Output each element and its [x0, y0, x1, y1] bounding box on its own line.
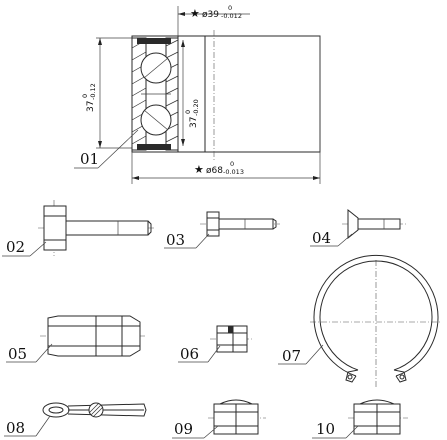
- small-nut: 06: [178, 325, 254, 363]
- hex-bolt: 02: [2, 200, 156, 257]
- outer-diameter-tol-lower: -0.013: [223, 168, 244, 176]
- outer-diameter-star: ★: [194, 163, 204, 176]
- inner-diameter-dimension: ★ ø39 0 -0.012: [177, 4, 250, 36]
- lock-nut-a: 09: [172, 399, 266, 439]
- inner-width-dimension: 37 0 -0.20: [181, 40, 200, 146]
- label-08: 08: [6, 419, 25, 437]
- bearing-cross-section: [131, 37, 179, 151]
- circlip: 07: [278, 254, 442, 388]
- wheel-bearing-section: ★ ø39 0 -0.012 37 0 -0.12 37 0: [74, 4, 321, 184]
- hex-nut: 05: [6, 315, 146, 363]
- inner-diameter-tol-upper: 0: [228, 4, 232, 12]
- inner-diameter-tol-lower: -0.012: [221, 12, 242, 20]
- label-07: 07: [282, 347, 301, 365]
- countersunk-screw: 04: [310, 208, 406, 247]
- small-bolt: 03: [164, 211, 280, 249]
- cotter-pin: 08: [4, 402, 147, 437]
- inner-width-tol-lower: -0.20: [192, 99, 200, 116]
- label-09: 09: [174, 420, 193, 438]
- outer-width-tol-upper: 0: [81, 94, 89, 98]
- inner-width-tol-upper: 0: [184, 110, 192, 114]
- outer-width-tol-lower: -0.12: [89, 83, 97, 100]
- inner-diameter-value: ø39: [202, 10, 219, 20]
- label-03: 03: [166, 231, 185, 249]
- label-04: 04: [312, 229, 331, 247]
- outer-diameter-dimension: ★ ø68 0 -0.013: [131, 152, 321, 184]
- label-01: 01: [80, 150, 99, 168]
- label-06: 06: [180, 345, 199, 363]
- outer-diameter-value: ø68: [206, 166, 223, 176]
- label-05: 05: [8, 345, 27, 363]
- label-02: 02: [6, 238, 25, 256]
- label-10: 10: [316, 420, 335, 438]
- lock-nut-b: 10: [312, 399, 408, 439]
- outer-width-value: 37: [86, 101, 96, 112]
- inner-width-value: 37: [189, 117, 199, 128]
- outer-width-dimension: 37 0 -0.12: [81, 37, 132, 149]
- inner-diameter-star: ★: [190, 7, 200, 20]
- outer-diameter-tol-upper: 0: [230, 160, 234, 168]
